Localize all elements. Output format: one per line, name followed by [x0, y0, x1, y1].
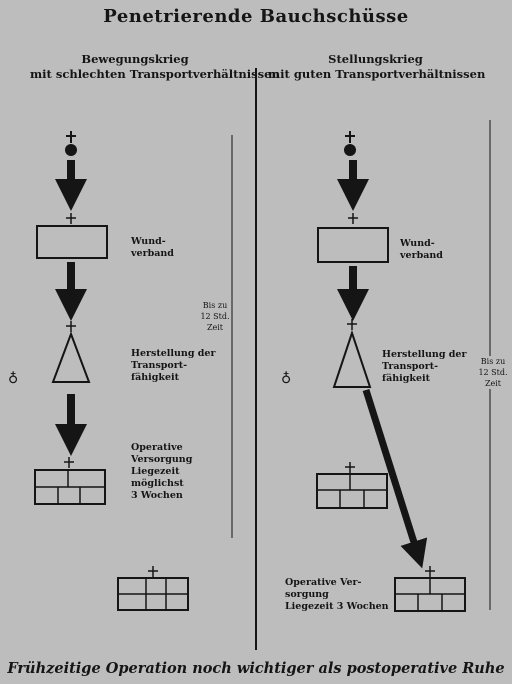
right-label-surgery: Operative Ver- sorgung Liegezeit 3 Woche…	[285, 577, 389, 612]
left-rest-box	[117, 566, 189, 611]
right-triangle	[332, 319, 372, 388]
right-margin-symbol-icon: ♁	[281, 371, 291, 387]
right-diagonal-arrow	[362, 388, 428, 569]
left-label-surgery: Operative Versorgung Liegezeit möglichst…	[131, 442, 193, 501]
left-triangle	[51, 321, 91, 383]
right-label-transport: Herstellung der Transport- fähigkeit	[382, 349, 467, 384]
right-label-wound: Wund- verband	[400, 238, 443, 261]
left-heading-line2: mit schlechten Transportverhältnissen	[30, 67, 280, 81]
page-footer: Frühzeitige Operation noch wichtiger als…	[7, 660, 505, 677]
right-mid-box	[316, 462, 388, 509]
left-time-note: Bis zu 12 Std. Zeit	[200, 300, 230, 333]
left-label-transport: Herstellung der Transport- fähigkeit	[131, 348, 216, 383]
right-heading-line1: Stellungskrieg	[328, 52, 423, 66]
right-wound-box	[317, 213, 389, 263]
page-title: Penetrierende Bauchschüsse	[103, 6, 409, 27]
right-surgery-box	[394, 566, 466, 612]
left-injury-icon	[65, 131, 77, 156]
left-heading-line1: Bewegungskrieg	[81, 52, 189, 66]
left-label-wound: Wund- verband	[131, 236, 174, 259]
left-surgery-box	[34, 457, 106, 505]
right-injury-icon	[344, 131, 356, 156]
right-heading-line2: mit guten Transportverhältnissen	[268, 67, 486, 81]
left-margin-symbol-icon: ♁	[8, 371, 18, 387]
left-wound-box	[36, 213, 108, 259]
right-time-note: Bis zu 12 Std. Zeit	[478, 356, 508, 389]
